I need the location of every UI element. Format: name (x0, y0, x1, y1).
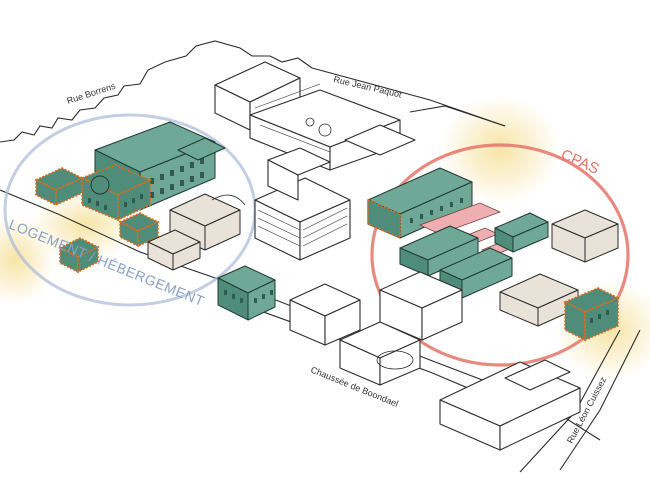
building-church (289, 271, 463, 386)
cpas-tan-buildings (499, 209, 619, 327)
building-tan-logement (147, 193, 246, 271)
cpas-zone-ring (370, 143, 630, 367)
logement-isolated-block (217, 265, 276, 321)
cpas-east-highlighted (563, 287, 620, 342)
logement-highlighted-chateau (79, 164, 152, 222)
cpas-central-building (399, 212, 549, 299)
building-block-north (214, 61, 416, 171)
building-hatched-south (439, 359, 581, 451)
building-tower (254, 147, 351, 261)
sun-glow (440, 95, 560, 205)
cpas-north-building (367, 167, 473, 240)
logement-south-small (118, 212, 160, 248)
logement-west-building (34, 167, 84, 207)
zone-label-cpas: CPAS (558, 146, 601, 178)
logement-pavilion (58, 237, 100, 274)
street-label-borrens: Rue Borrens (66, 81, 118, 106)
street-label-jean-paquot: Rue Jean Paquot (333, 74, 404, 100)
